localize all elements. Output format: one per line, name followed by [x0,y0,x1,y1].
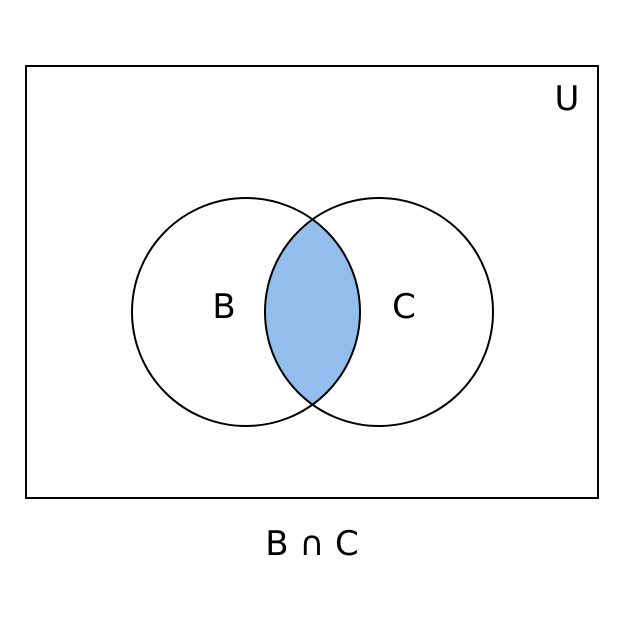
set-c-circle [264,197,494,427]
caption: B ∩ C [265,524,359,564]
set-b-circle [131,197,361,427]
intersection-region [265,198,360,426]
set-c-label: C [392,287,416,327]
universe-label: U [555,79,580,119]
set-b-label: B [212,287,235,327]
